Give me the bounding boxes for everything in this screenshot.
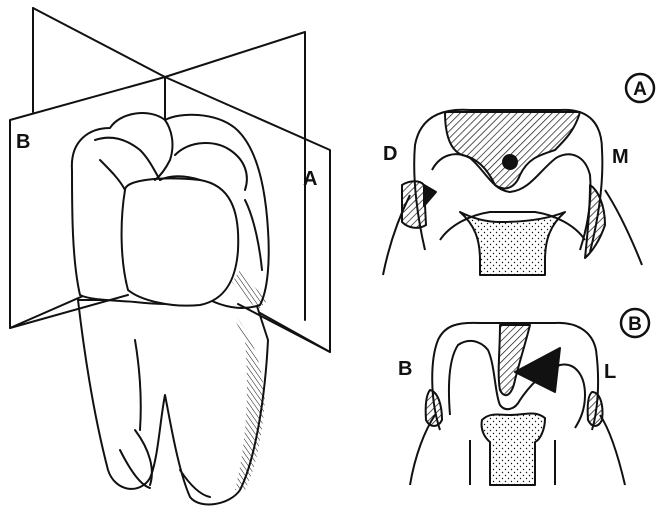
section-a-badge: A [633,79,647,100]
section-b-pulp [482,413,545,485]
section-b-fissure [499,325,530,395]
mesial-label: M [612,146,629,168]
section-a-pulp [460,212,565,275]
section-a-caries [445,112,580,188]
plane-b-label: B [16,131,30,153]
tooth-3d-figure [10,8,330,504]
lingual-label: L [604,361,616,383]
plane-a-label: A [303,168,317,190]
section-a-caries-dot [503,155,517,169]
buccal-label: B [398,358,412,380]
section-a-proximal-lesion [424,185,436,206]
buccal-face [122,178,239,305]
plane-top-edges [33,8,165,77]
section-b-badge: B [628,314,642,335]
distal-label: D [383,143,397,165]
section-b-figure [410,323,625,485]
section-a-figure [383,110,642,275]
